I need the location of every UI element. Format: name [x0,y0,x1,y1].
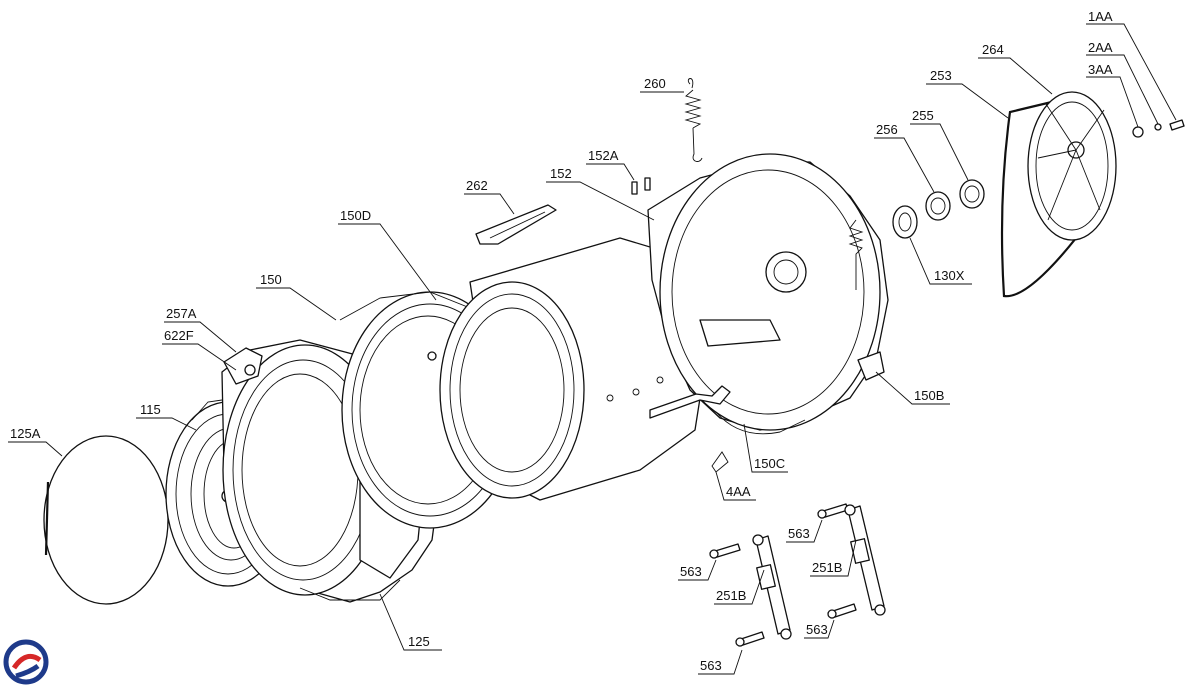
svg-text:4AA: 4AA [726,484,751,499]
callout-253: 253 [926,68,1009,119]
svg-text:256: 256 [876,122,898,137]
part-2aa-washer [1154,123,1162,131]
svg-text:125: 125 [408,634,430,649]
callout-125: 125 [379,593,442,651]
svg-text:262: 262 [466,178,488,193]
callout-4aa: 4AA [715,471,756,501]
svg-text:255: 255 [912,108,934,123]
callout-1aa: 1AA [1086,9,1177,121]
svg-text:563: 563 [788,526,810,541]
part-152a-fasteners [631,177,651,195]
callout-251b-right: 251B [810,539,857,577]
callout-115: 115 [136,402,197,431]
svg-text:563: 563 [700,658,722,673]
callout-563-c: 563 [804,619,835,639]
part-262-lifter [475,204,557,245]
callout-152a: 152A [586,148,635,181]
part-4aa-clip [711,451,729,473]
callout-255: 255 [910,108,969,181]
callout-150b: 150B [875,371,950,405]
svg-text:563: 563 [806,622,828,637]
callout-150c: 150C [743,423,788,473]
part-150c-bracket [649,385,806,435]
svg-text:253: 253 [930,68,952,83]
part-251b-damper-right [844,504,886,616]
svg-text:257A: 257A [166,306,197,321]
part-251b-damper-left [752,534,792,640]
svg-text:1AA: 1AA [1088,9,1113,24]
callout-2aa: 2AA [1086,40,1159,125]
svg-text:264: 264 [982,42,1004,57]
part-inner-spring [848,219,864,290]
callout-152: 152 [546,166,655,221]
svg-text:251B: 251B [716,588,746,603]
callout-260: 260 [640,76,684,93]
part-150-drum [439,237,707,501]
svg-text:2AA: 2AA [1088,40,1113,55]
svg-text:251B: 251B [812,560,842,575]
part-125a-door-glass [43,435,169,605]
callout-563-b: 563 [786,519,823,543]
svg-text:125A: 125A [10,426,41,441]
callout-264: 264 [978,42,1053,95]
svg-text:563: 563 [680,564,702,579]
part-563-screw-3 [827,603,857,619]
callout-3aa: 3AA [1086,62,1139,128]
svg-text:3AA: 3AA [1088,62,1113,77]
part-152-rear-tub [647,153,889,431]
part-563-screw-1 [709,543,741,559]
part-1aa-bolt [1169,119,1185,131]
part-130x-seal [892,205,918,239]
part-260-spring [684,78,703,162]
callout-125a: 125A [8,426,63,457]
svg-text:260: 260 [644,76,666,91]
callout-257a: 257A [164,306,237,353]
svg-text:622F: 622F [164,328,194,343]
svg-text:150D: 150D [340,208,371,223]
callout-130x: 130X [909,237,972,285]
svg-text:152A: 152A [588,148,619,163]
svg-text:150B: 150B [914,388,944,403]
brand-logo [3,639,49,685]
svg-text:130X: 130X [934,268,965,283]
callout-251b-left: 251B [714,569,765,605]
callout-622f: 622F [162,328,237,371]
svg-text:115: 115 [140,402,161,417]
part-3aa-washer [1132,126,1144,138]
part-563-screw-4 [735,631,765,647]
part-563-screw-2 [817,503,849,519]
callout-150d: 150D [338,208,437,301]
callout-563-d: 563 [698,649,743,675]
callout-563-a: 563 [678,559,717,581]
svg-text:152: 152 [550,166,572,181]
svg-text:150C: 150C [754,456,785,471]
callout-256: 256 [874,122,935,193]
svg-text:150: 150 [260,272,282,287]
part-256-bearing [925,191,951,221]
part-264-pulley [1027,91,1117,241]
callout-262: 262 [464,178,515,215]
part-255-bearing [959,179,985,209]
callout-150: 150 [256,272,337,321]
